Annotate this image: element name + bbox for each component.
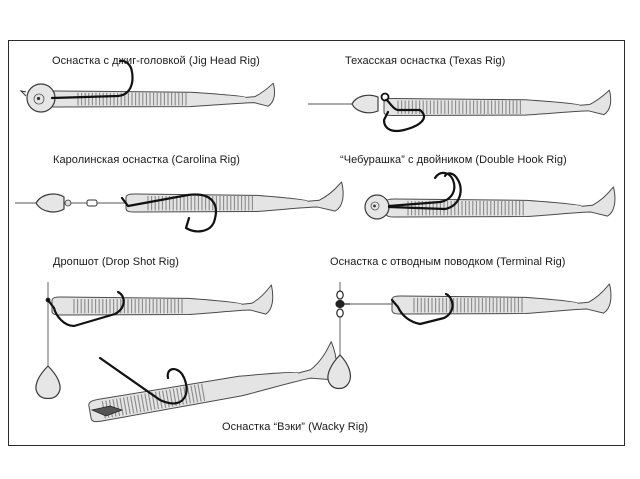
carolina-rig-drawing xyxy=(15,193,217,233)
terminal-rig-hook xyxy=(390,292,454,326)
diagram-frame xyxy=(8,40,625,446)
rigging-layer xyxy=(15,59,462,405)
texas-rig-lure xyxy=(383,89,612,116)
carolina-rig-egg-sinker xyxy=(35,193,65,213)
label-wacky-rig: Оснастка “Вэки” (Wacky Rig) xyxy=(222,421,369,433)
drop-shot-rig-drawing xyxy=(35,282,125,400)
wacky-rig-drawing xyxy=(98,356,188,405)
terminal-rig-lure xyxy=(391,283,612,315)
lures-layer xyxy=(47,82,616,423)
wacky-rig-lure xyxy=(88,341,337,423)
label-double-hook-rig: “Чебурашка” с двойником (Double Hook Rig… xyxy=(340,154,567,166)
carolina-rig-bead xyxy=(64,199,72,207)
jig-head-rig-drawing xyxy=(19,59,134,113)
carolina-rig-swivel xyxy=(86,199,98,207)
double-hook-rig-hook-b xyxy=(387,172,462,211)
terminal-rig-sinker xyxy=(327,354,352,390)
texas-rig-hook xyxy=(382,98,426,133)
drop-shot-rig-sinker xyxy=(35,365,61,400)
wacky-rig-hook xyxy=(98,356,188,405)
double-hook-rig-sinker xyxy=(364,194,390,220)
jig-head-sinker xyxy=(19,83,56,113)
texas-rig-drawing xyxy=(308,92,426,133)
double-hook-rig-hook-a xyxy=(387,171,456,208)
carolina-rig-hook xyxy=(120,193,217,233)
label-texas-rig: Техасская оснастка (Texas Rig) xyxy=(345,55,506,67)
jig-head-hook xyxy=(50,59,134,100)
carolina-rig-lure xyxy=(125,181,344,213)
wacky-rig-lure-head-notch xyxy=(90,405,124,417)
texas-rig-hook-eye xyxy=(380,92,390,102)
jig-head-rig-lure xyxy=(47,82,276,108)
label-drop-shot-rig: Дропшот (Drop Shot Rig) xyxy=(53,256,180,268)
label-carolina-rig: Каролинская оснастка (Carolina Rig) xyxy=(53,154,241,166)
drop-shot-rig-lure xyxy=(51,284,274,316)
double-hook-rig-drawing xyxy=(364,171,462,220)
terminal-rig-drawing xyxy=(327,282,454,390)
texas-rig-bullet-sinker xyxy=(351,94,379,114)
drop-shot-rig-hook xyxy=(46,290,125,328)
double-hook-rig-lure xyxy=(385,186,616,218)
label-terminal-rig: Оснастка с отводным поводком (Terminal R… xyxy=(330,256,566,268)
terminal-rig-three-way-swivel xyxy=(335,290,350,318)
label-jig-head-rig: Оснастка с джиг-головкой (Jig Head Rig) xyxy=(52,55,260,67)
